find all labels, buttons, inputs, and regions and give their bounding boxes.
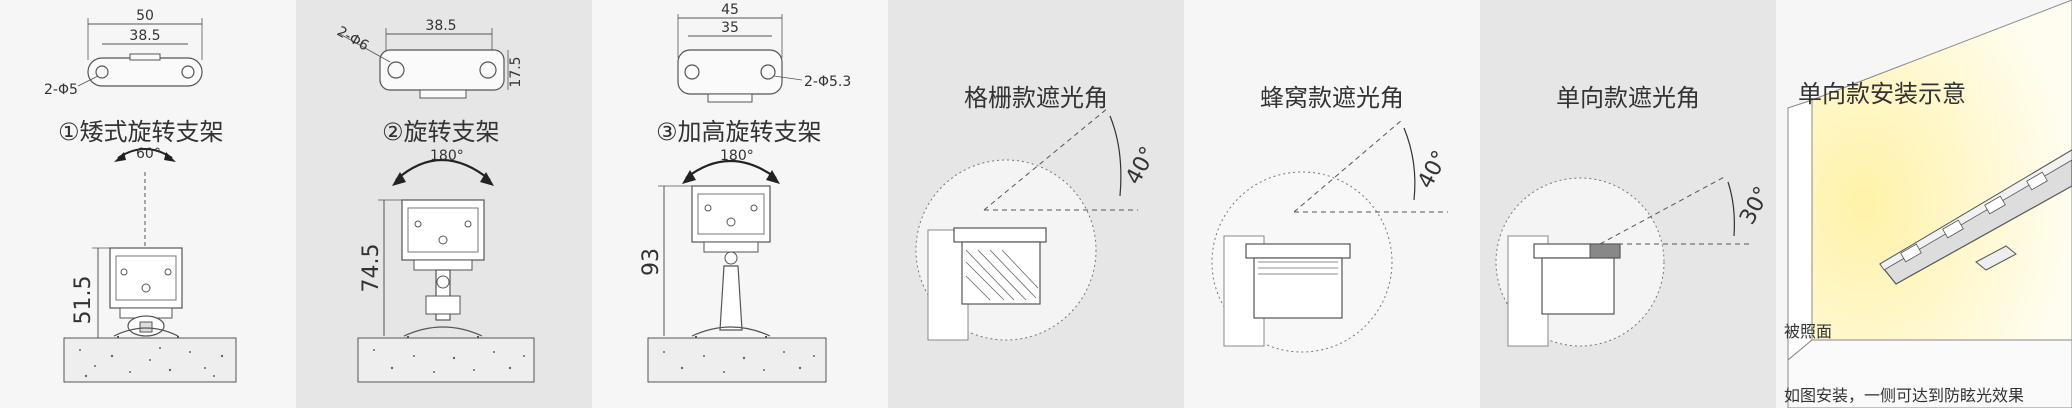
panel-title: 单向款遮光角: [1556, 84, 1700, 112]
oneway-angle-drawing: 30°: [1495, 175, 1776, 347]
grille-angle-drawing: 40°: [915, 107, 1162, 341]
dim-angle: 60°: [136, 146, 161, 162]
panel-title: ②旋转支架: [382, 118, 500, 146]
dim-angle: 180°: [430, 148, 464, 164]
panel-oneway-install: 单向款安装示意 被照面 如图安装，一侧可达到防眩光效果: [1776, 0, 2072, 408]
install-note: 如图安装，一侧可达到防眩光效果: [1784, 386, 2025, 405]
dim-hole: 2-Φ6: [334, 24, 371, 55]
dim-height: 93: [639, 248, 664, 276]
honeycomb-angle-drawing: 40°: [1211, 119, 1454, 353]
raised-bracket-drawing: 45 35 2-Φ5.3 180° 93: [639, 2, 851, 383]
dim-height: 74.5: [359, 244, 384, 293]
dim-side: 17.5: [508, 56, 524, 87]
angle-label: 40°: [1121, 143, 1161, 189]
panel-grille-angle: 格栅款遮光角 40°: [888, 0, 1184, 408]
dim-height: 51.5: [71, 276, 96, 325]
panel-low-bracket: 50 38.5 2-Φ5 60° 51.5 ①矮式旋转支架: [0, 0, 296, 408]
panel-title: ③加高旋转支架: [656, 118, 822, 146]
dim-angle: 180°: [720, 148, 754, 164]
panel-title: 格栅款遮光角: [964, 84, 1108, 112]
dim-inner: 35: [721, 20, 739, 36]
panel-oneway-angle: 单向款遮光角 30°: [1480, 0, 1776, 408]
panel-rotating-bracket: 38.5 2-Φ6 17.5 180° 74.5 ②旋转支架: [296, 0, 592, 408]
panel-title: 单向款安装示意: [1798, 80, 1966, 108]
panel-title: ①矮式旋转支架: [58, 118, 224, 146]
dim-width: 50: [136, 8, 154, 24]
panel-raised-bracket: 45 35 2-Φ5.3 180° 93 ③加高旋转支架: [592, 0, 888, 408]
dim-width: 45: [721, 2, 739, 18]
dim-hole: 2-Φ5: [44, 82, 78, 98]
angle-label: 40°: [1413, 147, 1453, 193]
dim-hole: 2-Φ5.3: [804, 74, 851, 90]
panel-honeycomb-angle: 蜂窝款遮光角 40°: [1184, 0, 1480, 408]
surface-label: 被照面: [1784, 322, 1833, 341]
low-bracket-drawing: 50 38.5 2-Φ5 60° 51.5: [44, 8, 237, 383]
install-illustration: [1787, 0, 2072, 408]
dim-inner: 38.5: [129, 28, 160, 44]
panel-title: 蜂窝款遮光角: [1260, 84, 1404, 112]
rotating-bracket-drawing: 38.5 2-Φ6 17.5 180° 74.5: [334, 18, 535, 383]
angle-label: 30°: [1735, 183, 1775, 229]
dim-inner: 38.5: [425, 18, 456, 34]
